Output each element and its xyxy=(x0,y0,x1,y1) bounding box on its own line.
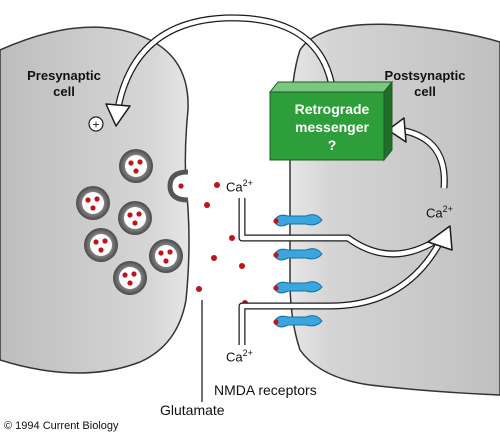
nmda-receptor xyxy=(273,315,323,328)
calcium-to-messenger-arrow xyxy=(387,117,448,189)
synaptic-vesicles xyxy=(76,149,183,295)
vesicle xyxy=(76,186,110,220)
retrograde-label-line1: Retrograde xyxy=(294,101,370,117)
postsynaptic-label-line2: cell xyxy=(414,84,436,99)
vesicle xyxy=(119,149,153,183)
nmda-receptor xyxy=(273,248,323,261)
vesicle xyxy=(113,261,147,295)
calcium-label-bottom: Ca2+ xyxy=(226,348,253,365)
glutamate-label: Glutamate xyxy=(160,402,225,418)
nmda-receptor xyxy=(273,214,323,227)
plus-symbol: + xyxy=(88,116,104,132)
calcium-arrowhead xyxy=(427,225,453,251)
retrograde-arrow xyxy=(105,14,337,127)
presynaptic-label-line1: Presynaptic xyxy=(27,68,101,83)
retrograde-label-line3: ? xyxy=(327,137,337,153)
nmda-receptors-label: NMDA receptors xyxy=(214,382,317,398)
vesicle xyxy=(118,201,152,235)
retrograde-messenger-label: Retrograde messenger ? xyxy=(276,100,388,154)
retrograde-messenger-box xyxy=(268,80,394,162)
calcium-label-top: Ca2+ xyxy=(226,178,253,195)
postsynaptic-cell-label: Postsynaptic cell xyxy=(370,68,480,100)
glutamate-molecules xyxy=(196,182,248,306)
copyright-notice: © 1994 Current Biology xyxy=(4,420,119,432)
vesicle xyxy=(84,228,118,262)
presynaptic-cell-label: Presynaptic cell xyxy=(14,68,114,100)
exocytosis-vesicle xyxy=(167,169,189,203)
calcium-label-right: Ca2+ xyxy=(426,204,453,221)
presynaptic-label-line2: cell xyxy=(53,84,75,99)
svg-text:+: + xyxy=(92,118,99,132)
retrograde-label-line2: messenger xyxy=(295,119,369,135)
postsynaptic-label-line1: Postsynaptic xyxy=(384,68,466,83)
vesicle xyxy=(149,239,183,273)
calcium-flow-inner xyxy=(239,198,442,345)
nmda-receptor xyxy=(273,281,323,294)
nmda-receptors xyxy=(273,214,323,328)
